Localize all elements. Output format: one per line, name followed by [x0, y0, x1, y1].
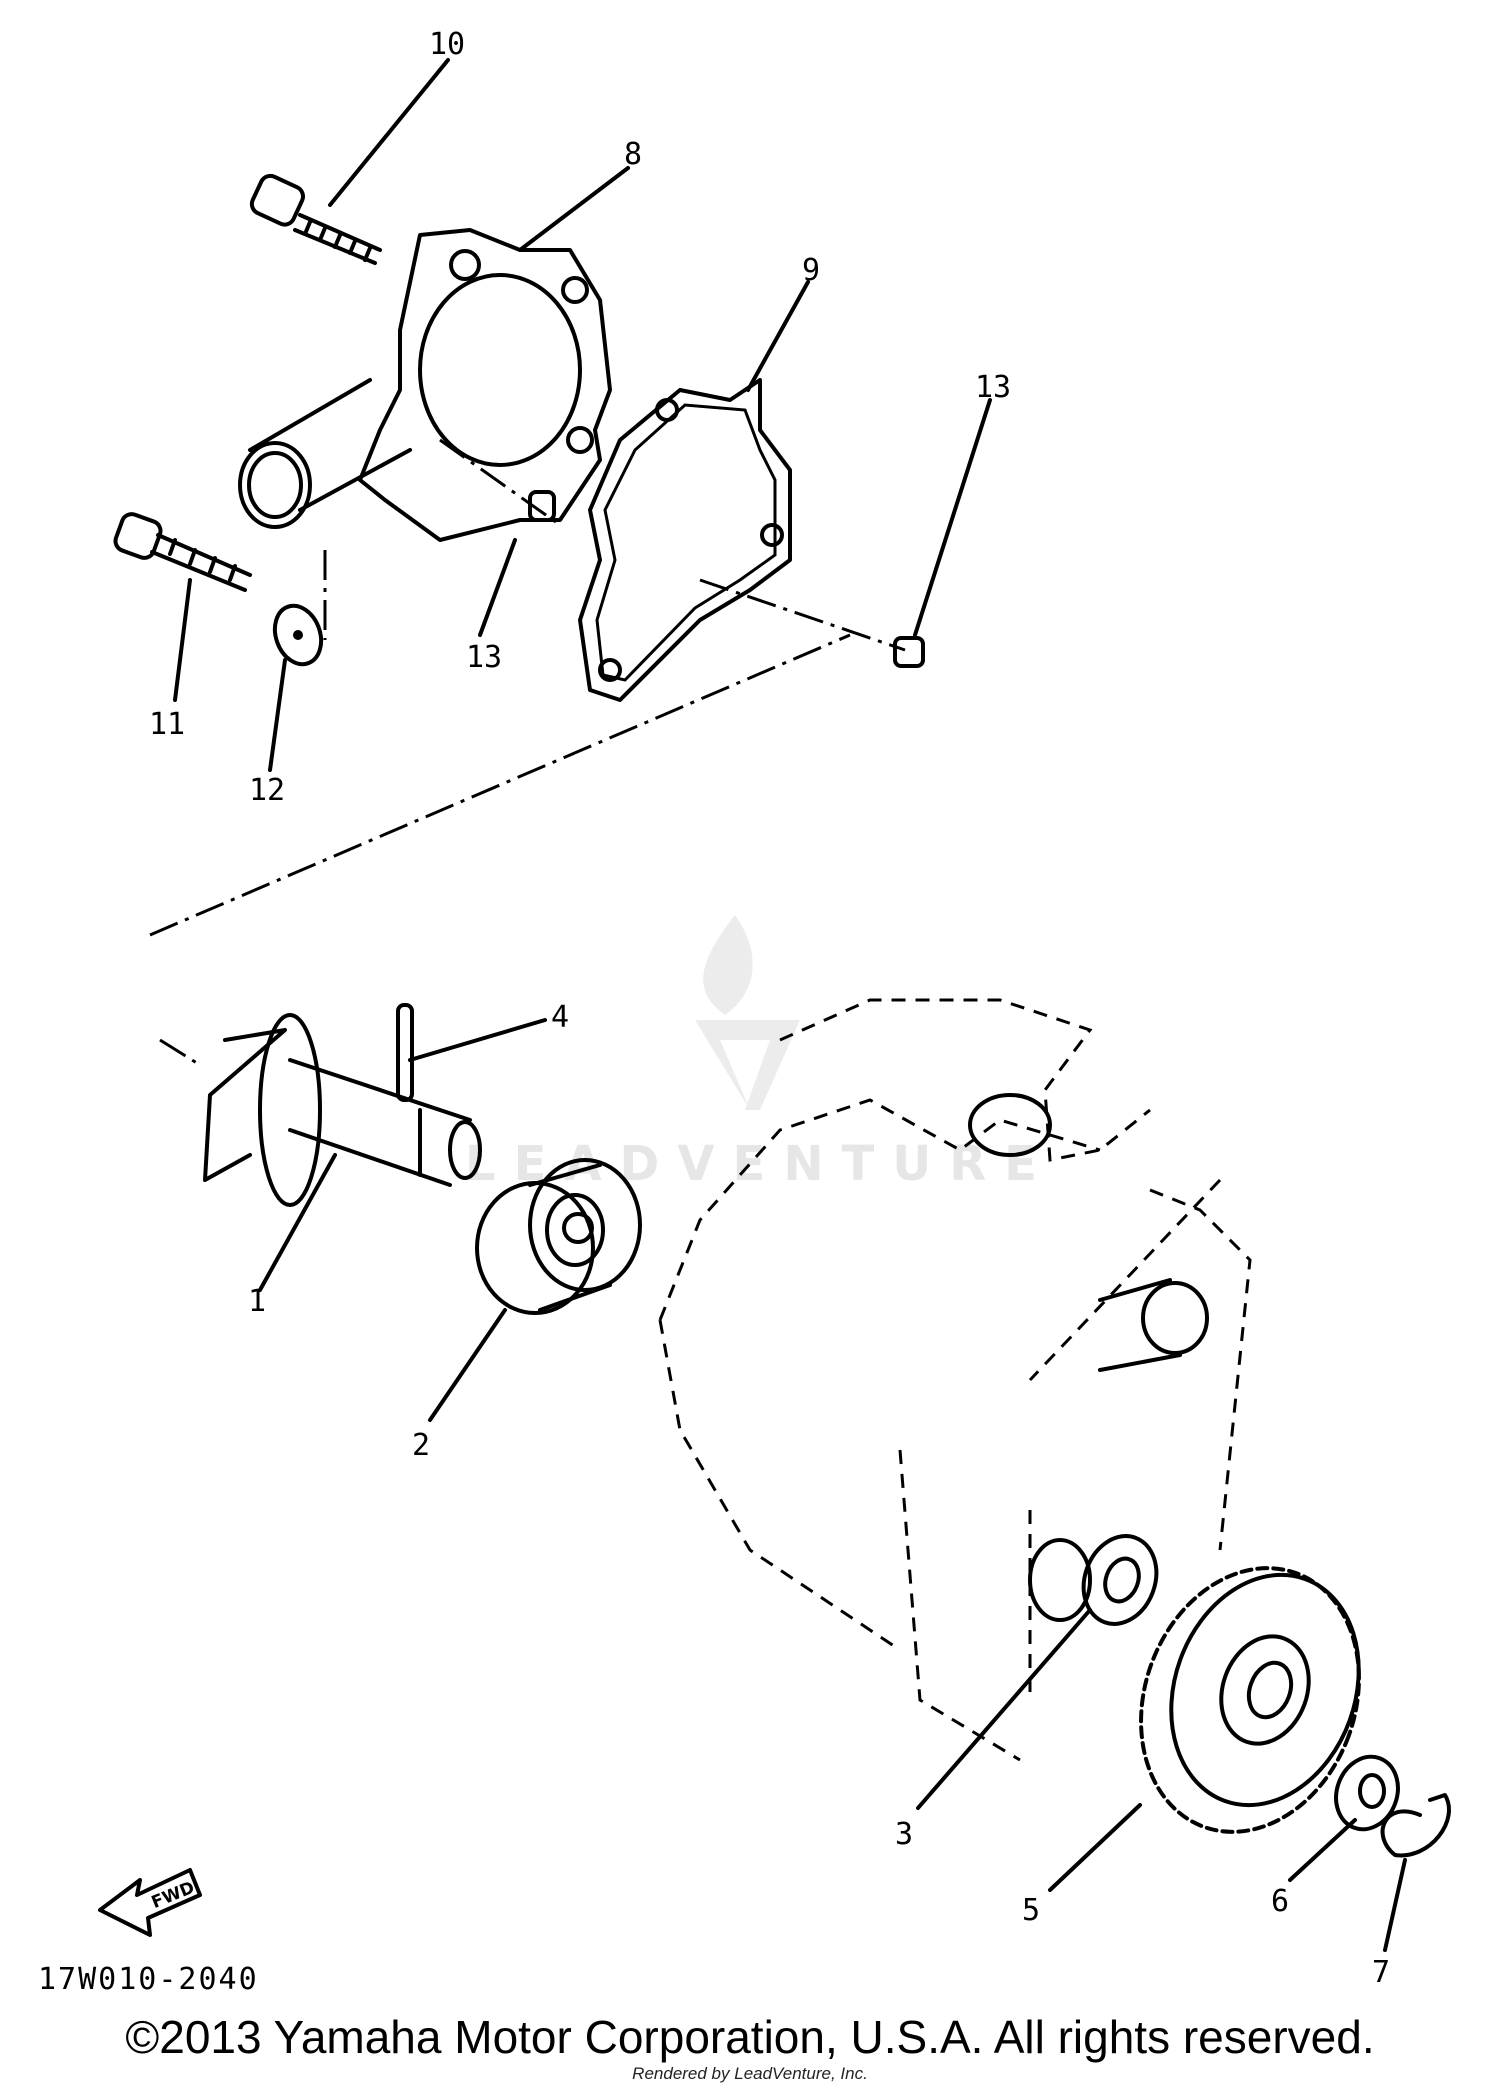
- pin-4: [396, 1003, 414, 1102]
- leader-lines: [173, 58, 992, 1062]
- fwd-arrow-icon: FWD: [98, 1868, 202, 1937]
- copyright-notice: ©2013 Yamaha Motor Corporation, U.S.A. A…: [125, 2011, 1375, 2063]
- callout-4: 4: [551, 1000, 569, 1035]
- washer-3: [1081, 1534, 1159, 1626]
- impeller-shaft-1: [159, 1013, 482, 1207]
- alignment-lines: [149, 438, 906, 937]
- callout-8: 8: [624, 137, 642, 172]
- diagram-part-code: 17W010-2040: [38, 1962, 259, 1997]
- bolt-10: [249, 173, 382, 265]
- callout-1: 1: [248, 1284, 266, 1319]
- callout-5: 5: [1022, 1893, 1040, 1928]
- rendered-by-notice: Rendered by LeadVenture, Inc.: [632, 2064, 868, 2083]
- dowel-pin-13-right: [893, 636, 925, 668]
- callout-7: 7: [1372, 1955, 1390, 1990]
- leader-lines-gear: [916, 1608, 1407, 1952]
- crankcase-outline: [658, 998, 1252, 1762]
- gasket-9: [578, 378, 792, 702]
- callout-2: 2: [412, 1428, 430, 1463]
- drive-gear-5: [1139, 1566, 1361, 1834]
- callout-13-right: 13: [975, 370, 1011, 405]
- leader-lines-lower: [258, 1153, 507, 1422]
- pump-housing-8: [238, 228, 612, 542]
- washer-12: [272, 603, 324, 667]
- callout-6: 6: [1271, 1884, 1289, 1919]
- callout-12: 12: [249, 773, 285, 808]
- callout-13-mid: 13: [466, 640, 502, 675]
- callout-10: 10: [429, 27, 465, 62]
- callout-11: 11: [149, 707, 185, 742]
- seal-bearing-2: [475, 1158, 642, 1315]
- washer-6: [1334, 1754, 1400, 1832]
- watermark-text: LEADVENTURE: [465, 1136, 1055, 1192]
- leadventure-watermark: LEADVENTURE: [465, 915, 1055, 1192]
- callout-3: 3: [895, 1817, 913, 1852]
- circlip-7: [1380, 1793, 1451, 1858]
- callout-9: 9: [802, 253, 820, 288]
- bolt-11: [113, 512, 252, 592]
